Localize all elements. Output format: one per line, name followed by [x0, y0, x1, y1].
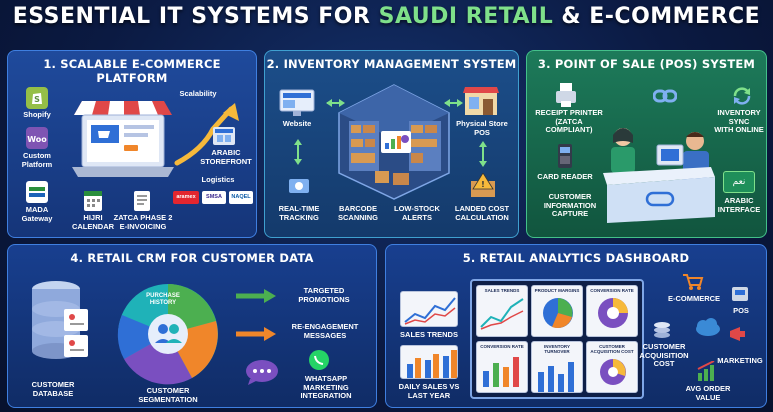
database-icon: [28, 279, 92, 369]
warehouse-icon: [335, 81, 453, 201]
receipt-printer-label: RECEIPT PRINTER (ZATCA COMPLIANT): [535, 108, 603, 135]
acquisition-cost-label: CUSTOMER ACQUISITION COST: [639, 342, 689, 369]
aramex-logo: aramex: [173, 191, 199, 204]
tile-conversion-rate: CONVERSION RATE: [586, 285, 638, 337]
inventory-panel: 2. INVENTORY MANAGEMENT SYSTEM Website P…: [264, 50, 519, 238]
page-title: ESSENTIAL IT SYSTEMS FOR SAUDI RETAIL & …: [12, 4, 761, 29]
tracking-icon: [287, 175, 311, 197]
chat-bubble-icon: [244, 359, 280, 385]
megaphone-icon: [728, 325, 748, 343]
card-reader-label: CARD READER: [537, 172, 593, 181]
invoice-icon: [134, 191, 150, 211]
crm-panel: 4. RETAIL CRM FOR CUSTOMER DATA CUSTOMER…: [7, 244, 377, 408]
store-icon: [461, 85, 501, 117]
arrow-icon: [236, 289, 276, 303]
coins-icon: [652, 319, 672, 339]
website-monitor-icon: [279, 89, 315, 117]
arabic-interface-icon: نعم: [723, 171, 755, 193]
reengagement-label: RE-ENGAGEMENT MESSAGES: [291, 322, 359, 340]
arrow-icon: [236, 327, 276, 341]
laptop-storefront-icon: [68, 95, 178, 190]
naqel-logo: NAQEL: [229, 191, 253, 204]
purchase-history-label: PURCHASE HISTORY: [146, 293, 180, 306]
tile-conversion-rate-2: CONVERSION RATE: [476, 341, 528, 393]
customer-segmentation-label: CUSTOMER SEGMENTATION: [138, 386, 198, 404]
landed-cost-label: LANDED COST CALCULATION: [454, 204, 510, 222]
low-stock-label: LOW-STOCK ALERTS: [394, 204, 440, 222]
analytics-panel: 5. RETAIL ANALYTICS DASHBOARD SALES TREN…: [385, 244, 767, 408]
smsa-logo: SMSA: [202, 191, 226, 204]
hijri-calendar-label: HIJRI CALENDAR: [71, 213, 115, 231]
cloud-icon: [692, 317, 722, 337]
sync-arrow-icon: [325, 95, 347, 107]
growth-arrow-icon: [173, 99, 243, 169]
arabic-interface-label: ARABIC INTERFACE: [717, 196, 761, 214]
whatsapp-icon: [308, 349, 330, 371]
shopify-label: Shopify: [23, 110, 51, 119]
sync-arrow-icon: [443, 95, 465, 107]
pos-counter-icon: [599, 115, 719, 225]
storefront-icon: [213, 127, 235, 145]
svg-text:!: !: [481, 180, 485, 189]
store-pos-label: Physical Store POS: [456, 119, 508, 137]
tile-acquisition-cost: CUSTOMER ACQUISITION COST: [586, 341, 638, 393]
sync-icon: [731, 85, 753, 107]
woocommerce-icon: Woo: [26, 127, 48, 149]
sales-trends-label: SALES TRENDS: [400, 330, 458, 339]
shopify-icon: S: [26, 87, 48, 109]
marketing-label: MARKETING: [717, 356, 763, 365]
card-reader-icon: [557, 143, 573, 169]
website-label: Website: [282, 119, 312, 128]
customer-capture-label: CUSTOMER INFORMATION CAPTURE: [543, 192, 597, 219]
daily-sales-card: [400, 345, 458, 379]
targeted-promotions-label: TARGETED PROMOTIONS: [298, 286, 350, 304]
arabic-interface-text: نعم: [732, 177, 746, 187]
segmentation-wheel: [108, 279, 228, 389]
tracking-label: REAL-TIME TRACKING: [278, 204, 320, 222]
arabic-storefront-label: ARABIC STOREFRONT: [200, 148, 252, 166]
barcode-label: BARCODE SCANNING: [337, 204, 378, 222]
custom-platform-label: Custom Platform: [21, 151, 53, 169]
ecommerce-platform-panel: 1. SCALABLE E-COMMERCE PLATFORM S Shopif…: [7, 50, 257, 238]
link-icon: [652, 87, 678, 105]
sales-trends-card: [400, 291, 458, 327]
whatsapp-label: WHATSAPP MARKETING INTEGRATION: [300, 374, 352, 401]
ecommerce-label: E-COMMERCE: [667, 294, 721, 303]
mada-label: MADA Gateway: [21, 205, 53, 223]
pos-label: POS: [733, 306, 749, 315]
warning-box-icon: !: [469, 172, 497, 199]
panel-heading: 2. INVENTORY MANAGEMENT SYSTEM: [266, 57, 517, 71]
avg-order-value-label: AVG ORDER VALUE: [685, 384, 731, 402]
vertical-arrow-icon: [293, 139, 303, 165]
inventory-sync-label: INVENTORY SYNC WITH ONLINE: [714, 108, 764, 135]
zatca-label: ZATCA PHASE 2 E-INVOICING: [113, 213, 173, 231]
panel-heading: 1. SCALABLE E-COMMERCE PLATFORM: [43, 57, 221, 85]
mada-icon: [26, 181, 48, 203]
customer-database-label: CUSTOMER DATABASE: [31, 380, 75, 398]
vertical-arrow-icon: [478, 141, 488, 167]
panel-heading: 5. RETAIL ANALYTICS DASHBOARD: [462, 251, 690, 265]
pos-terminal-icon: [730, 283, 750, 303]
panel-heading: 3. POINT OF SALE (POS) SYSTEM: [537, 57, 756, 71]
logistics-label: Logistics: [201, 175, 235, 184]
svg-text:Woo: Woo: [27, 135, 47, 144]
daily-sales-label: DAILY SALES VS LAST YEAR: [398, 382, 460, 400]
receipt-printer-icon: [555, 83, 577, 107]
bar-growth-icon: [696, 360, 718, 381]
tile-sales-trends: SALES TRENDS: [476, 285, 528, 337]
calendar-icon: [84, 191, 102, 211]
panel-heading: 4. RETAIL CRM FOR CUSTOMER DATA: [70, 251, 314, 265]
tile-inventory-turnover: INVENTORY TURNOVER: [531, 341, 583, 393]
tile-product-margins: PRODUCT MARGINS: [531, 285, 583, 337]
svg-text:S: S: [34, 95, 40, 104]
cart-icon: [682, 273, 704, 291]
scalability-label: Scalability: [179, 89, 217, 98]
pos-panel: 3. POINT OF SALE (POS) SYSTEM RECEIPT PR…: [526, 50, 767, 238]
